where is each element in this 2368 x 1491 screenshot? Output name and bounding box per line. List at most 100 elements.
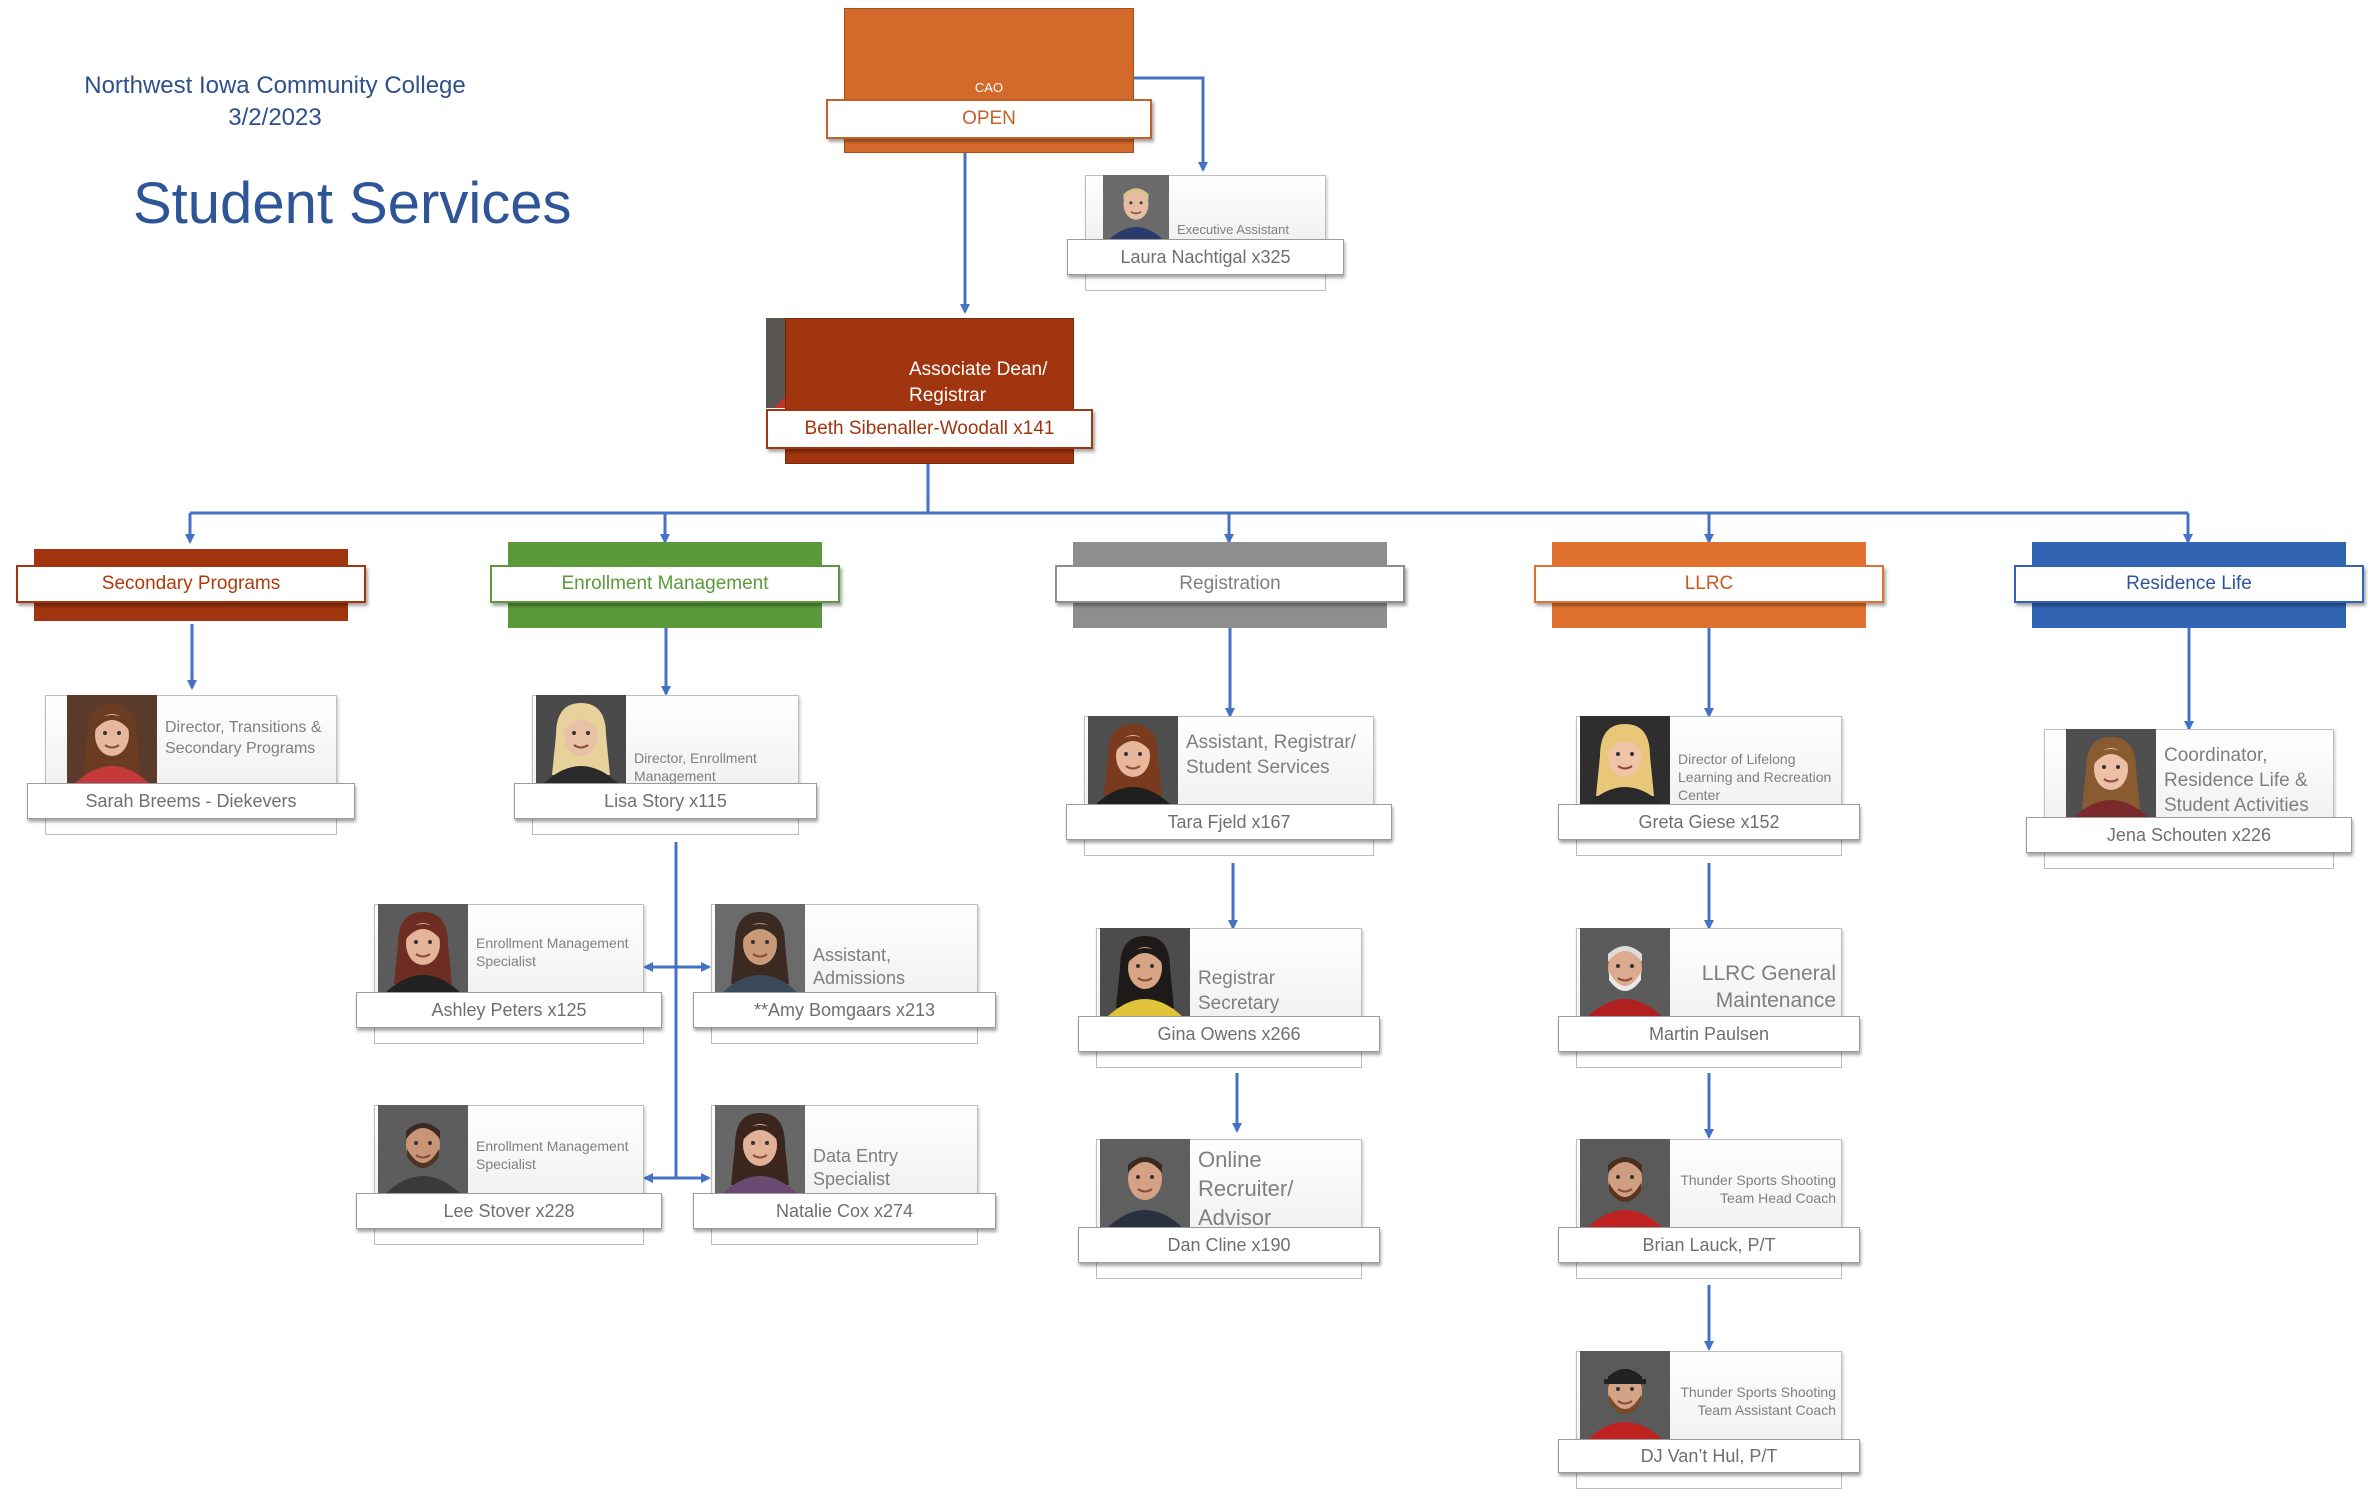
- dept-label-plate: Secondary Programs: [16, 565, 366, 603]
- cao-box: CAO OPEN: [826, 8, 1152, 153]
- card-bottom-tab: [1084, 838, 1374, 856]
- college-name: Northwest Iowa Community College: [84, 72, 466, 99]
- person-portrait-icon: [378, 1105, 468, 1195]
- card-bottom-tab: [711, 1026, 978, 1044]
- person-nameplate: **Amy Bomgaars x213: [693, 992, 996, 1028]
- person-role: Assistant, Admissions: [813, 945, 906, 988]
- card-bottom-tab: [1576, 838, 1842, 856]
- person-photo: [1580, 928, 1670, 1018]
- card-bottom-tab: [1576, 1050, 1842, 1068]
- dept-secondary-programs: Secondary Programs: [16, 549, 366, 621]
- card-bottom-tab: [2044, 851, 2334, 869]
- person-portrait-icon: [1580, 928, 1670, 1018]
- dept-label: Enrollment Management: [561, 573, 769, 594]
- card-bottom-tab: [1096, 1050, 1362, 1068]
- cao-nameplate: OPEN: [826, 99, 1152, 139]
- person-photo: [2066, 729, 2156, 819]
- person-portrait-icon: [378, 904, 468, 994]
- person-role: Registrar Secretary: [1198, 968, 1280, 1014]
- person-photo: [1580, 716, 1670, 806]
- person-nameplate: Sarah Breems - Diekevers: [27, 783, 355, 819]
- person-nameplate: Tara Fjeld x167: [1066, 804, 1392, 840]
- person-nameplate: Lisa Story x115: [514, 783, 817, 819]
- dept-label-plate: Registration: [1055, 565, 1405, 603]
- dept-residence-life: Residence Life: [2014, 542, 2364, 628]
- card-bottom-tab: [1085, 273, 1326, 291]
- person-photo: [715, 904, 805, 994]
- dean-role: Associate Dean/ Registrar: [909, 357, 1047, 409]
- person-nameplate: Laura Nachtigal x325: [1067, 239, 1344, 275]
- person-name: Gina Owens x266: [1157, 1024, 1301, 1044]
- person-name: Natalie Cox x274: [775, 1201, 914, 1221]
- card-bottom-tab: [1576, 1261, 1842, 1279]
- dept-label-plate: Residence Life: [2014, 565, 2364, 603]
- person-role: Director, Transitions & Secondary Progra…: [165, 719, 322, 757]
- card-bottom-tab: [374, 1026, 644, 1044]
- person-role: LLRC General Maintenance: [1701, 962, 1836, 1012]
- card-bottom-tab: [45, 817, 337, 835]
- person-portrait-icon: [536, 695, 626, 785]
- person-portrait-icon: [1100, 928, 1190, 1018]
- person-name: Sarah Breems - Diekevers: [85, 791, 297, 811]
- person-role: Enrollment Management Specialist: [476, 935, 629, 969]
- person-portrait-icon: [715, 904, 805, 994]
- person-nameplate: Gina Owens x266: [1078, 1016, 1380, 1052]
- person-name: Tara Fjeld x167: [1167, 812, 1291, 832]
- sarah-card: Director, Transitions & Secondary Progra…: [27, 695, 355, 842]
- person-role: Enrollment Management Specialist: [476, 1138, 629, 1172]
- person-name: **Amy Bomgaars x213: [753, 1000, 936, 1020]
- person-name: Martin Paulsen: [1648, 1024, 1770, 1044]
- person-name: Lee Stover x228: [443, 1201, 575, 1221]
- person-photo: [67, 695, 157, 785]
- person-photo: [1103, 175, 1169, 241]
- person-nameplate: DJ Van’t Hul, P/T: [1558, 1439, 1860, 1473]
- dept-enrollment-management: Enrollment Management: [490, 542, 840, 628]
- person-role: Thunder Sports Shooting Team Assistant C…: [1680, 1384, 1836, 1418]
- card-bottom-tab: [711, 1227, 978, 1245]
- dept-label: LLRC: [1684, 573, 1734, 594]
- dean-nameplate: Beth Sibenaller-Woodall x141: [766, 409, 1093, 449]
- person-portrait-icon: [1580, 716, 1670, 806]
- amy-card: Assistant, Admissions **Amy Bomgaars x213: [693, 904, 996, 1051]
- person-role: Director of Lifelong Learning and Recrea…: [1678, 751, 1832, 803]
- person-portrait-icon: [2066, 729, 2156, 819]
- person-photo: [378, 1105, 468, 1195]
- person-photo: [1100, 928, 1190, 1018]
- dept-llrc: LLRC: [1534, 542, 1884, 628]
- person-name: Dan Cline x190: [1167, 1235, 1291, 1255]
- card-bottom-tab: [532, 817, 799, 835]
- person-portrait-icon: [1580, 1351, 1670, 1441]
- person-nameplate: Lee Stover x228: [356, 1193, 662, 1229]
- person-photo: [1580, 1139, 1670, 1229]
- person-nameplate: Natalie Cox x274: [693, 1193, 996, 1229]
- person-role: Coordinator, Residence Life & Student Ac…: [2164, 745, 2309, 816]
- person-name: Laura Nachtigal x325: [1120, 247, 1291, 267]
- jena-card: Coordinator, Residence Life & Student Ac…: [2026, 729, 2352, 876]
- dept-label: Secondary Programs: [101, 573, 281, 594]
- dean-box: Associate Dean/ Registrar Beth Sibenalle…: [766, 318, 1093, 464]
- person-nameplate: Greta Giese x152: [1558, 804, 1860, 840]
- person-role: Director, Enrollment Management: [634, 750, 757, 784]
- person-nameplate: Brian Lauck, P/T: [1558, 1227, 1860, 1263]
- person-role: Executive Assistant: [1177, 222, 1289, 237]
- dj-card: Thunder Sports Shooting Team Assistant C…: [1558, 1351, 1860, 1491]
- card-bottom-tab: [374, 1227, 644, 1245]
- person-portrait-icon: [1103, 175, 1169, 241]
- greta-card: Director of Lifelong Learning and Recrea…: [1558, 716, 1860, 863]
- card-bottom-tab: [1576, 1471, 1842, 1489]
- person-portrait-icon: [1100, 1139, 1190, 1229]
- person-portrait-icon: [1088, 716, 1178, 806]
- person-photo: [1580, 1351, 1670, 1441]
- person-name: Ashley Peters x125: [431, 1000, 587, 1020]
- dept-label-plate: LLRC: [1534, 565, 1884, 603]
- person-photo: [378, 904, 468, 994]
- person-name: Jena Schouten x226: [2106, 825, 2272, 845]
- dept-label: Registration: [1179, 573, 1281, 594]
- chart-date: 3/2/2023: [228, 104, 322, 131]
